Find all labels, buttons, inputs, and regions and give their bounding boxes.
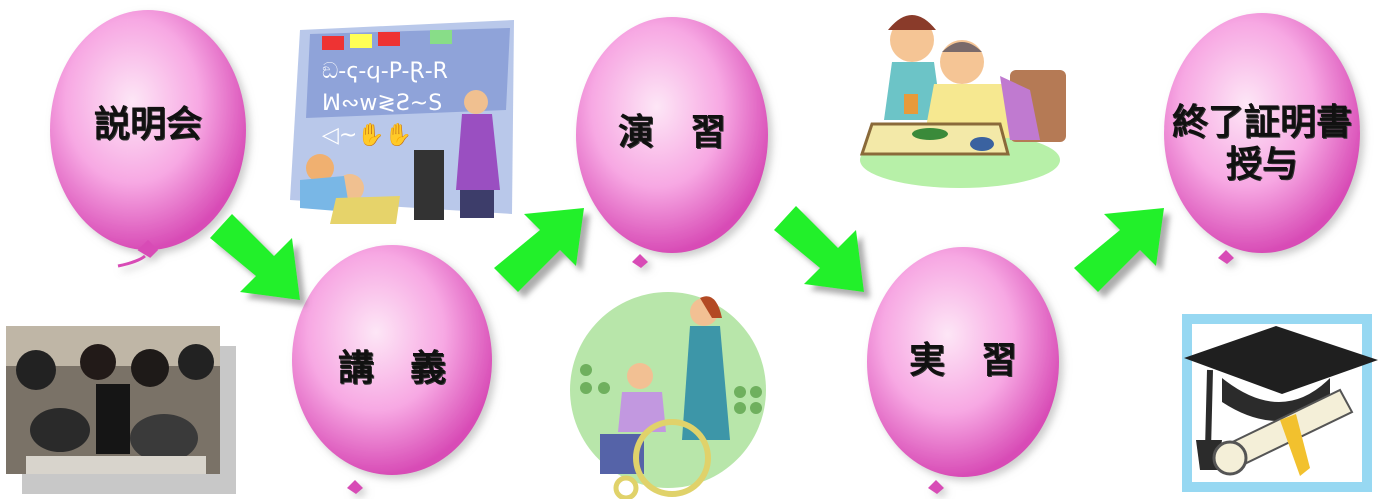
balloon-exercise <box>576 17 768 268</box>
arrow-briefing-to-lecture <box>210 214 300 300</box>
students-photo <box>6 326 236 494</box>
balloon-certificate <box>1164 13 1360 264</box>
svg-text:ඞ-ҁ-ϥ-P-Ɽ-R: ඞ-ҁ-ϥ-P-Ɽ-R <box>322 59 448 84</box>
svg-text:◁~✋✋: ◁~✋✋ <box>322 122 412 148</box>
balloon-lecture <box>292 245 492 494</box>
svg-text:ꟽ∾w≷Ƨ~S: ꟽ∾w≷Ƨ~S <box>322 91 442 116</box>
arrow-exercise-to-practicum <box>774 206 864 292</box>
lecture-clipart: ඞ-ҁ-ϥ-P-Ɽ-R ꟽ∾w≷Ƨ~S ◁~✋✋ <box>290 20 514 224</box>
arrow-lecture-to-exercise <box>494 208 584 292</box>
step-lecture-label: 講 義 <box>337 348 446 389</box>
graduation-clipart <box>1182 314 1378 492</box>
balloon-practicum <box>867 247 1059 494</box>
step-certificate-label-line1: 終了証明書 <box>1171 102 1352 143</box>
step-practicum-label: 実 習 <box>908 340 1017 381</box>
step-exercise-label: 演 習 <box>617 112 726 153</box>
caregiving-clipart <box>859 15 1066 188</box>
arrow-practicum-to-certificate <box>1074 208 1164 292</box>
wheelchair-clipart <box>570 292 766 499</box>
balloon-briefing <box>50 10 246 268</box>
step-briefing-label: 説明会 <box>93 104 202 145</box>
step-certificate-label-line2: 授与 <box>1225 144 1298 185</box>
